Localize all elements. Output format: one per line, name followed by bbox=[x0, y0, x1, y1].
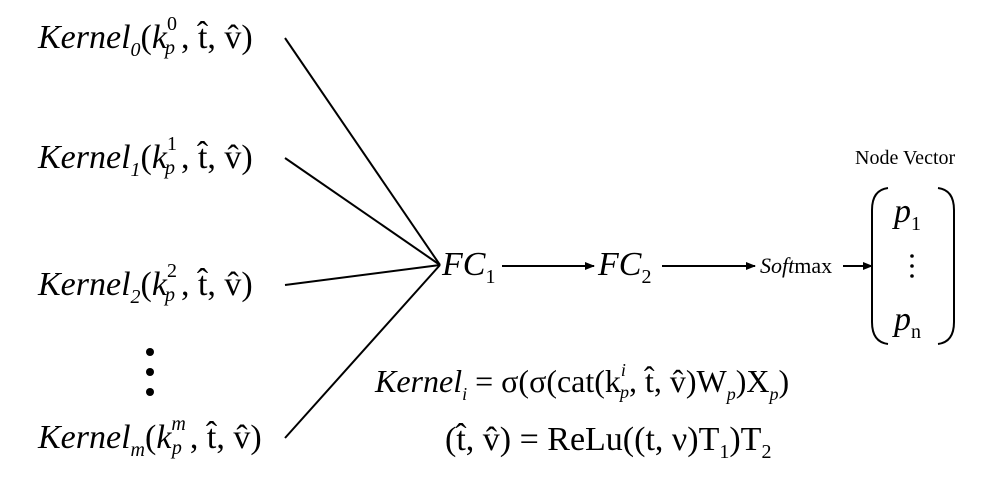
connector-kernel-1 bbox=[284, 157, 441, 266]
fc1-label: FC1 bbox=[441, 246, 495, 288]
fc2-label: FC2 bbox=[597, 246, 651, 288]
node-vector-last-entry: pn bbox=[892, 301, 921, 343]
node-vector-ellipsis-icon bbox=[910, 254, 914, 278]
vertical-ellipsis-icon bbox=[146, 348, 154, 396]
connector-kernel-0 bbox=[284, 37, 441, 266]
node-vector-right-bracket bbox=[937, 187, 955, 345]
node-vector-title: Node Vector bbox=[855, 147, 955, 169]
softmax-label: Softmax bbox=[760, 253, 832, 278]
node-vector-left-bracket bbox=[871, 187, 889, 345]
connector-kernel-2 bbox=[284, 264, 441, 286]
node-vector-first-entry: p1 bbox=[892, 193, 921, 235]
relu-formula: (t̂, v̂) = ReLu((t, ν)T1)T2 bbox=[445, 421, 771, 463]
connector-kernel-m bbox=[284, 264, 441, 439]
